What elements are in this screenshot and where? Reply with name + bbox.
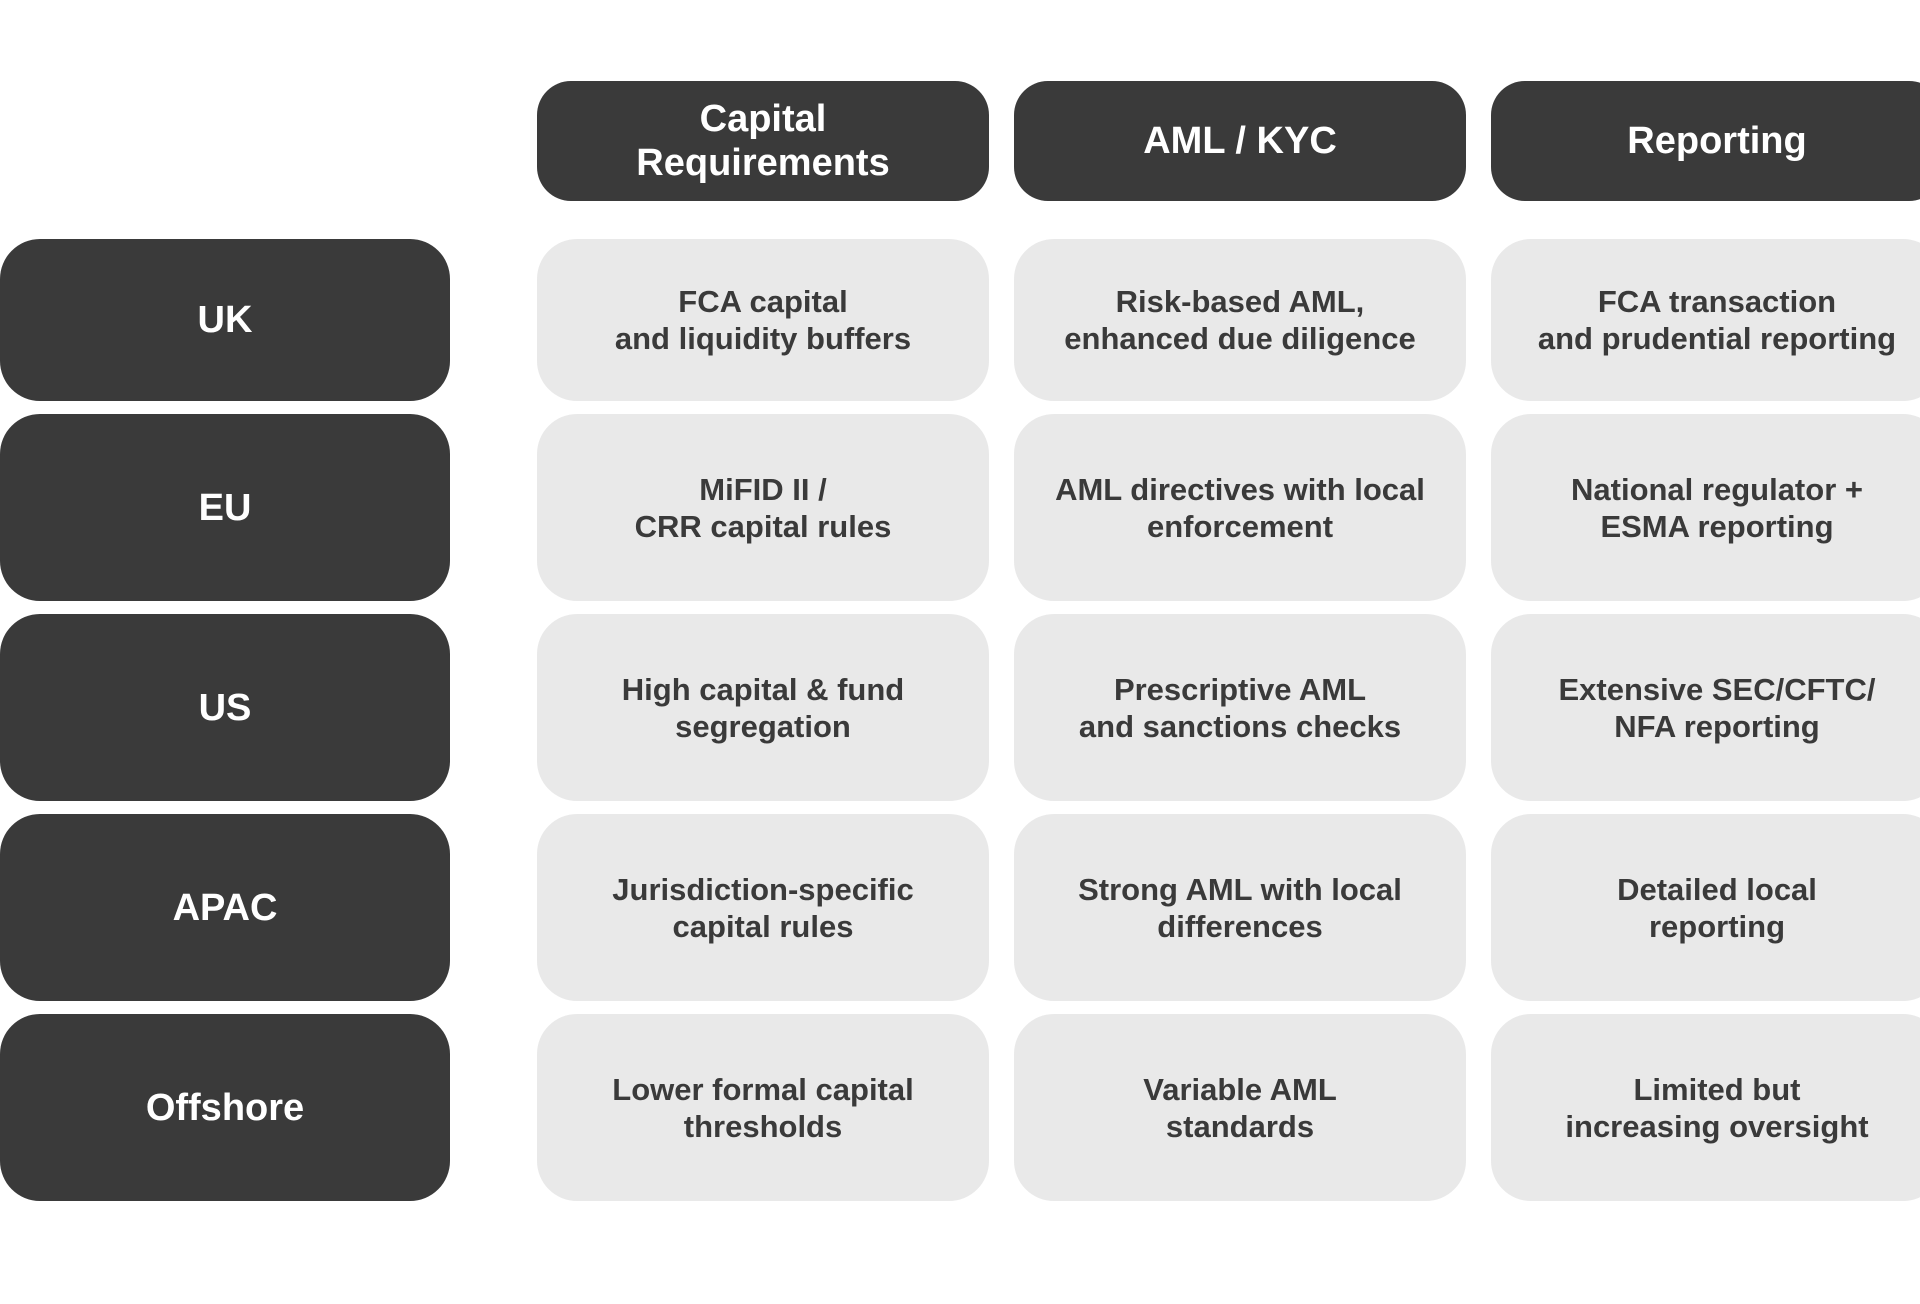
- cell-us-aml: Prescriptive AML and sanctions checks: [1014, 614, 1466, 801]
- cell-eu-reporting: National regulator + ESMA reporting: [1491, 414, 1920, 601]
- column-header-capital-requirements: Capital Requirements: [537, 81, 989, 201]
- cell-offshore-capital: Lower formal capital thresholds: [537, 1014, 989, 1201]
- cell-apac-aml: Strong AML with local differences: [1014, 814, 1466, 1001]
- cell-eu-aml: AML directives with local enforcement: [1014, 414, 1466, 601]
- cell-uk-capital: FCA capital and liquidity buffers: [537, 239, 989, 401]
- cell-offshore-aml: Variable AML standards: [1014, 1014, 1466, 1201]
- matrix-corner: [0, 81, 450, 201]
- column-header-aml-kyc: AML / KYC: [1014, 81, 1466, 201]
- regulatory-comparison-matrix: Capital Requirements AML / KYC Reporting…: [0, 81, 1920, 1201]
- row-header-uk: UK: [0, 239, 450, 401]
- row-header-us: US: [0, 614, 450, 801]
- cell-eu-capital: MiFID II / CRR capital rules: [537, 414, 989, 601]
- row-header-eu: EU: [0, 414, 450, 601]
- cell-offshore-reporting: Limited but increasing oversight: [1491, 1014, 1920, 1201]
- cell-uk-aml: Risk-based AML, enhanced due diligence: [1014, 239, 1466, 401]
- cell-uk-reporting: FCA transaction and prudential reporting: [1491, 239, 1920, 401]
- cell-us-reporting: Extensive SEC/CFTC/ NFA reporting: [1491, 614, 1920, 801]
- cell-us-capital: High capital & fund segregation: [537, 614, 989, 801]
- cell-apac-reporting: Detailed local reporting: [1491, 814, 1920, 1001]
- column-header-reporting: Reporting: [1491, 81, 1920, 201]
- row-header-apac: APAC: [0, 814, 450, 1001]
- cell-apac-capital: Jurisdiction-specific capital rules: [537, 814, 989, 1001]
- row-header-offshore: Offshore: [0, 1014, 450, 1201]
